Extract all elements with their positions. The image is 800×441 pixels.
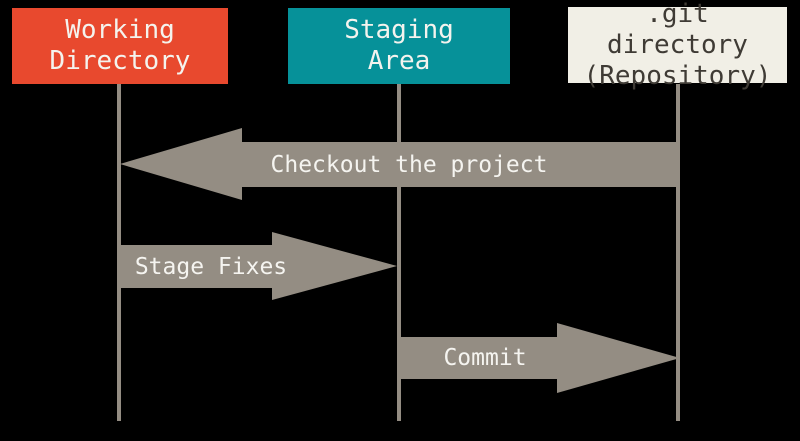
staging-area-label-line2: Area <box>367 46 431 76</box>
stage-fixes-arrow-right-head-icon <box>272 232 397 300</box>
checkout-arrow-left-head-icon <box>120 128 242 200</box>
git-directory-label-line1: .git directory <box>607 0 748 60</box>
commit-arrow-label: Commit <box>443 345 527 371</box>
git-directory-lifeline <box>676 84 680 421</box>
stage-fixes-arrow-label: Stage Fixes <box>134 253 288 280</box>
staging-area-box: Staging Area <box>288 8 510 84</box>
working-directory-lifeline <box>117 84 121 421</box>
commit-arrow-body <box>400 337 557 379</box>
working-directory-box: Working Directory <box>12 8 228 84</box>
staging-area-label-line1: Staging <box>344 15 454 45</box>
staging-area-lifeline <box>397 84 401 421</box>
working-directory-label-line2: Directory <box>49 46 191 76</box>
checkout-arrow-body <box>242 142 678 187</box>
git-directory-box: .git directory (Repository) <box>568 0 787 91</box>
stage-fixes-arrow-body <box>121 245 272 288</box>
working-directory-label-line1: Working <box>65 15 175 45</box>
commit-arrow-right-head-icon <box>557 323 680 393</box>
checkout-arrow-label: Checkout the project <box>270 151 548 178</box>
